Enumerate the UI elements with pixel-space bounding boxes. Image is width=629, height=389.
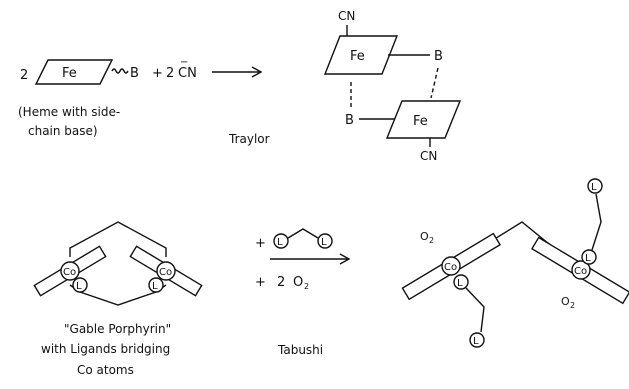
right-base-label: B [434, 49, 443, 64]
bridging-ligand-right-label: L [321, 237, 327, 248]
gable-porphyrin: Co L Co L [33, 221, 203, 306]
plus-sign-1: + [152, 66, 163, 81]
gable-caption-line2: with Ligands bridging [41, 342, 170, 356]
product-right-co-label: Co [574, 266, 587, 277]
cyanide-charge: − [180, 57, 188, 68]
upper-porphyrin-plane [323, 35, 399, 75]
right-ligand-label: L [152, 281, 158, 292]
product-right-co-atom [571, 260, 591, 280]
bridging-ligand-left-label: L [277, 237, 283, 248]
product-left-co-label: Co [444, 262, 457, 273]
left-base-label: B [345, 113, 354, 128]
left-co-label: Co [63, 267, 76, 278]
right-ligand-circle [148, 277, 164, 293]
product-top-cn: CN [338, 9, 355, 23]
right-co-atom [156, 261, 176, 281]
gable-caption-line1: "Gable Porphyrin" [64, 322, 171, 336]
product-left-dangling-ligand [469, 332, 485, 348]
reactant-heme: 2 Fe B [20, 59, 139, 85]
oxygen-coefficient: 2 [277, 275, 285, 290]
product-left-o2: O [420, 230, 429, 243]
reactant-cyanide: 2 CN − [166, 57, 197, 81]
bridging-ligand-chain [287, 228, 319, 239]
left-co-atom [60, 261, 80, 281]
heme-base-label: B [130, 66, 139, 81]
product-bottom-cn: CN [420, 149, 437, 163]
product-left-co-atom [441, 256, 461, 276]
author-traylor: Traylor [228, 132, 270, 146]
heme-caption-line2: chain base) [28, 124, 98, 138]
oxygen-label: O [293, 275, 303, 290]
product-right-o2-subscript: 2 [570, 301, 575, 310]
reaction-arrow-2 [270, 253, 351, 265]
product-left-ligand [453, 274, 469, 290]
bridging-ligand-right [317, 233, 333, 249]
side-chain-linker [111, 68, 129, 74]
product-right-ligand-label: L [585, 253, 591, 264]
product-left-dangling-ligand-label: L [473, 336, 479, 347]
plus-sign-2: + [255, 236, 266, 251]
caption-heme: (Heme with side- chain base) [18, 105, 120, 138]
left-ligand-label: L [76, 281, 82, 292]
product-left-ligand-chain [465, 287, 485, 333]
product-right-ligand-chain [591, 193, 602, 251]
lower-porphyrin-plane [385, 100, 462, 139]
product-left-o2-subscript: 2 [429, 236, 434, 245]
lower-fe-label: Fe [413, 114, 428, 129]
upper-fe-label: Fe [350, 49, 365, 64]
caption-gable: "Gable Porphyrin" with Ligands bridging … [41, 322, 171, 377]
bridging-ligand-left [273, 233, 289, 249]
oxygen-subscript: 2 [304, 282, 309, 291]
author-tabushi: Tabushi [277, 343, 323, 357]
porphyrin-plane [34, 59, 114, 85]
product-right-ligand [581, 249, 597, 265]
product-left-ligand-label: L [457, 278, 463, 289]
left-ligand-circle [72, 277, 88, 293]
product-right-dangling-ligand [587, 178, 603, 194]
right-coordination-bond [430, 67, 439, 99]
reagents-tabushi: + L L + 2 O 2 [255, 228, 351, 291]
product-dimer: CN Fe B B Fe CN [323, 9, 462, 163]
plus-sign-3: + [255, 275, 266, 290]
heme-caption-line1: (Heme with side- [18, 105, 120, 119]
reaction-arrow-1 [212, 66, 263, 78]
product-right-o2: O [561, 295, 570, 308]
gable-caption-line3: Co atoms [77, 363, 134, 377]
upper-bridge [69, 221, 167, 257]
product-o2-adduct: Co O 2 L L Co O 2 L L [401, 178, 629, 348]
cyanide-coefficient: 2 [166, 66, 174, 81]
heme-coefficient: 2 [20, 68, 28, 83]
cyanide-label: CN [178, 66, 197, 81]
heme-metal-label: Fe [62, 66, 77, 81]
product-right-dangling-ligand-label: L [591, 182, 597, 193]
right-co-label: Co [159, 267, 172, 278]
